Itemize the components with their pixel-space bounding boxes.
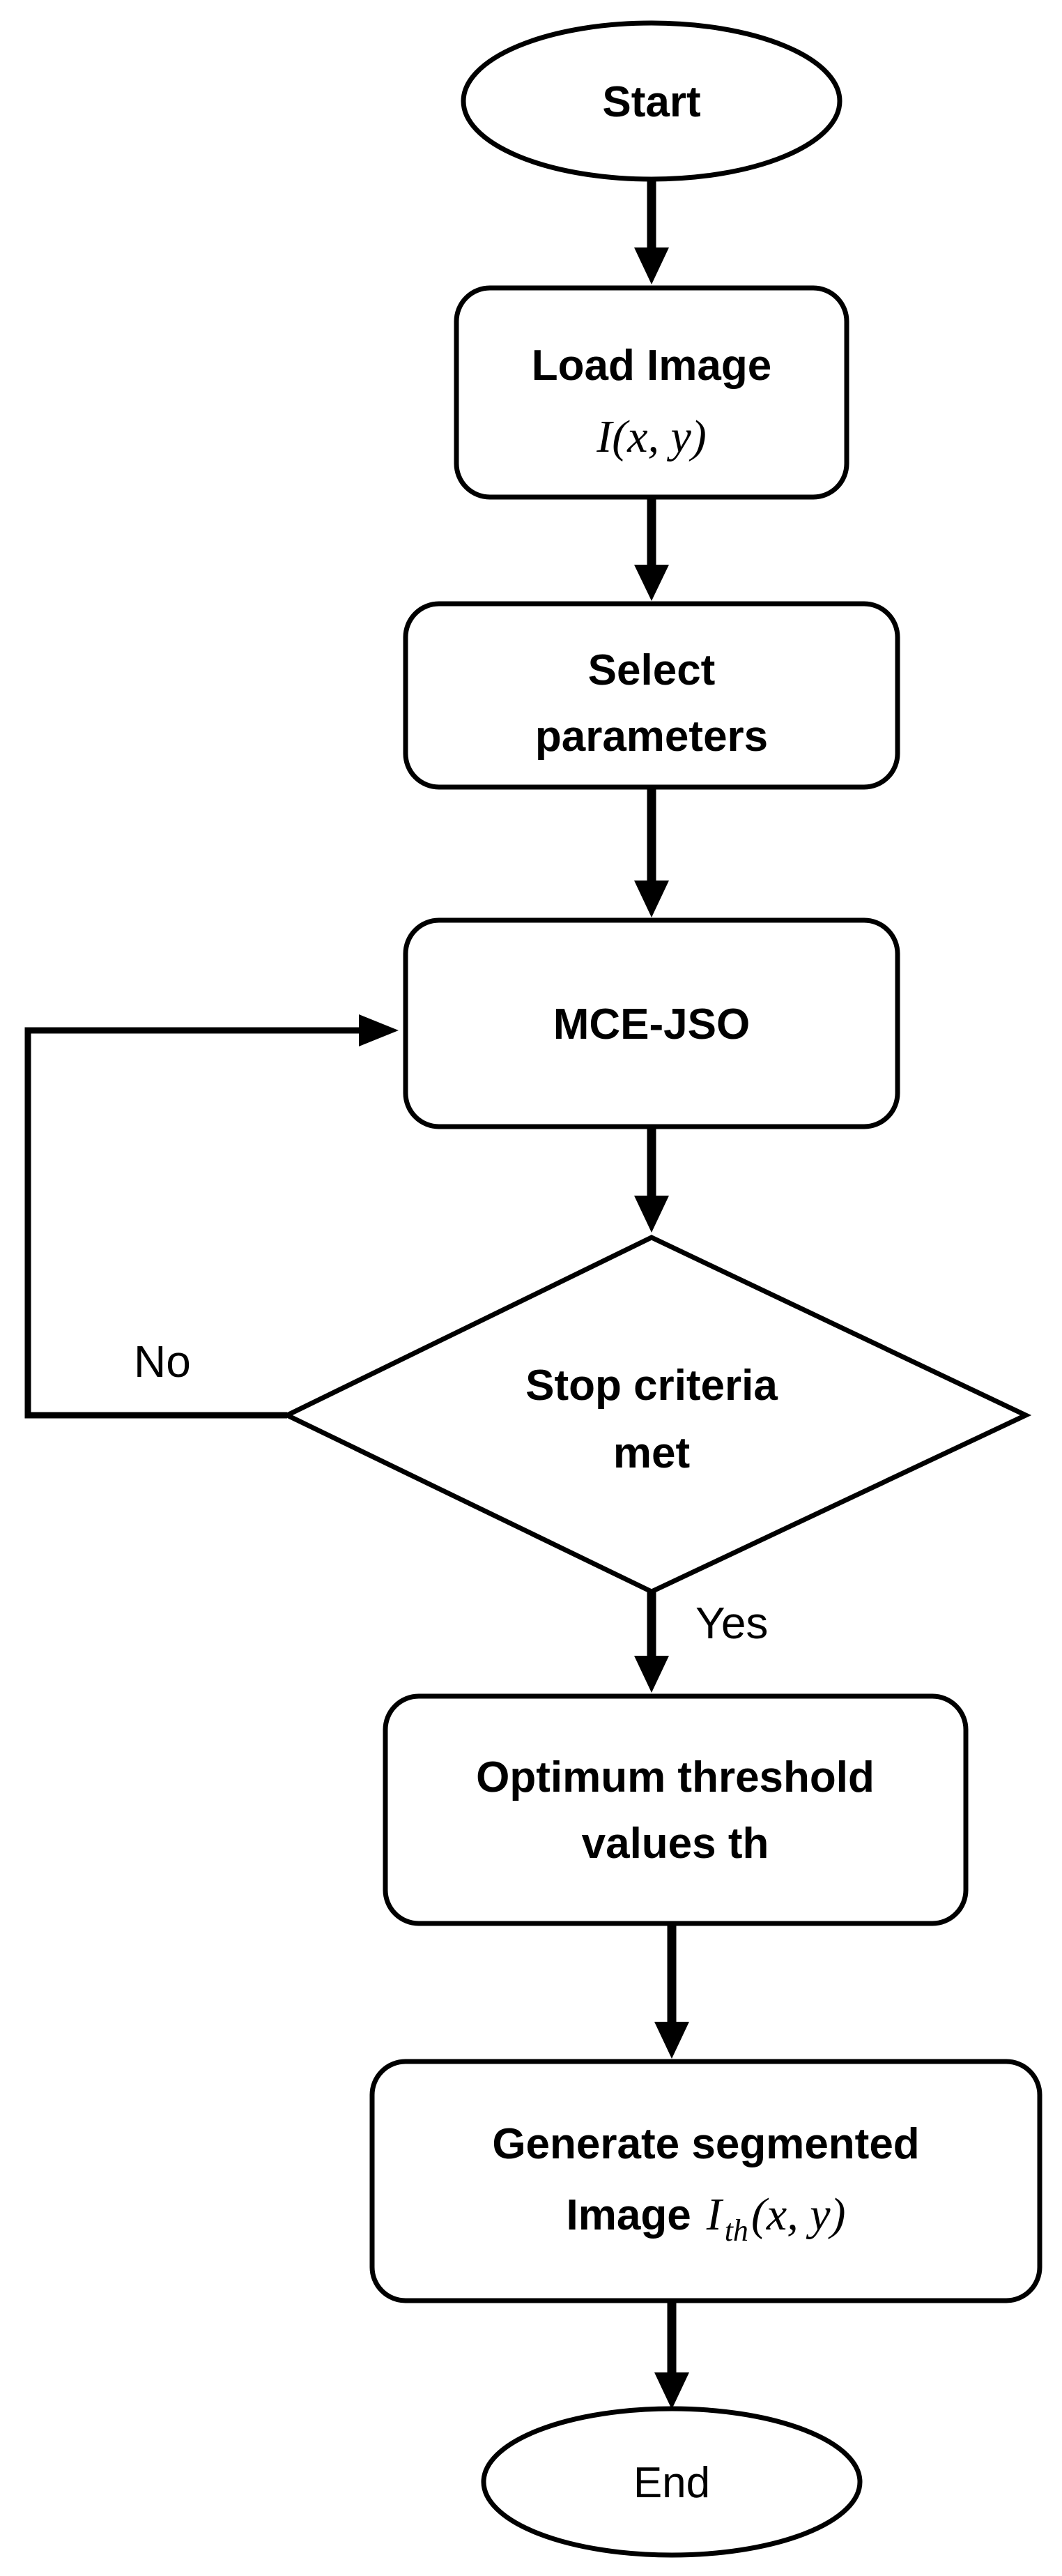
end-node: End	[481, 2406, 863, 2558]
optimum-threshold-node: Optimum threshold values th	[383, 1693, 969, 1926]
start-node: Start	[461, 20, 842, 182]
select-parameters-line2: parameters	[535, 712, 768, 761]
arrow-decision-to-optimum	[634, 1592, 669, 1693]
select-parameters-node: Select parameters	[403, 601, 900, 790]
generate-segmented-line2-group: Image I th (x, y)	[567, 2189, 846, 2248]
segmented-formula-args: (x, y)	[751, 2189, 846, 2240]
arrow-select-to-mce	[634, 787, 669, 917]
generate-segmented-line2: Image	[567, 2191, 691, 2239]
arrow-start-to-load	[634, 179, 669, 284]
end-label: End	[633, 2459, 710, 2507]
start-label: Start	[602, 78, 700, 126]
arrow-optimum-to-generate	[654, 1923, 689, 2059]
load-image-formula: I(x, y)	[596, 411, 707, 462]
no-loop-connector	[24, 1014, 399, 1419]
mce-jso-label: MCE-JSO	[553, 1000, 750, 1049]
segmented-formula-base: I	[706, 2189, 724, 2240]
mce-jso-node: MCE-JSO	[403, 917, 900, 1129]
arrow-load-to-select	[634, 497, 669, 601]
yes-label: Yes	[695, 1598, 768, 1648]
segmented-formula-sub: th	[725, 2213, 748, 2248]
generate-segmented-line1: Generate segmented	[492, 2120, 919, 2168]
generate-segmented-node: Generate segmented Image I th (x, y)	[369, 2059, 1042, 2303]
arrow-generate-to-end	[654, 2301, 689, 2409]
stop-criteria-line2: met	[613, 1429, 690, 1477]
optimum-threshold-line2: values th	[582, 1820, 769, 1868]
stop-criteria-decision: Stop criteria met	[281, 1235, 1032, 1594]
select-parameters-line1: Select	[588, 646, 716, 694]
no-label: No	[134, 1336, 191, 1387]
load-image-node: Load Image I(x, y)	[454, 285, 849, 500]
load-image-label: Load Image	[532, 342, 772, 390]
arrow-mce-to-decision	[634, 1127, 669, 1233]
optimum-threshold-line1: Optimum threshold	[476, 1753, 875, 1801]
stop-criteria-line1: Stop criteria	[525, 1362, 778, 1410]
